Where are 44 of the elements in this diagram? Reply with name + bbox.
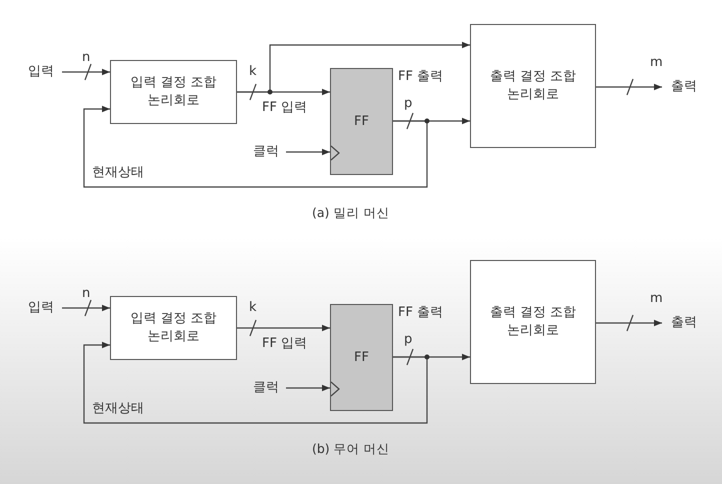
- signal-arrow: [286, 148, 330, 156]
- bus-width-label: n: [82, 286, 90, 301]
- signal-arrow: [83, 106, 428, 188]
- terminal-label: 입력: [20, 62, 62, 82]
- bus-width-label: p: [404, 96, 412, 111]
- box-label: 출력 결정 조합 논리회로: [488, 304, 578, 340]
- terminal-label: 클럭: [246, 142, 286, 162]
- flip-flop-box: [330, 68, 393, 175]
- box-label: FF: [353, 112, 370, 130]
- logic-circuit-box: [110, 296, 237, 360]
- signal-arrow: [237, 42, 470, 93]
- flip-flop-box: [330, 304, 393, 411]
- terminal-label: 출력: [662, 77, 706, 97]
- box-label: 입력 결정 조합 논리회로: [129, 74, 218, 110]
- bus-width-label: p: [404, 332, 412, 347]
- signal-arrow: [596, 320, 662, 326]
- signal-label: FF 출력: [398, 68, 444, 85]
- signal-label: 현재상태: [92, 400, 144, 417]
- terminal-label: 출력: [662, 313, 706, 333]
- box-label: 입력 결정 조합 논리회로: [129, 310, 218, 346]
- signal-arrow: [83, 342, 428, 424]
- terminal-label: 클럭: [246, 378, 286, 398]
- bus-width-label: k: [249, 300, 257, 315]
- bus-width-label: k: [249, 64, 257, 79]
- terminal-label: 입력: [20, 298, 62, 318]
- logic-circuit-box: [110, 60, 237, 124]
- bus-width-label: n: [82, 50, 90, 65]
- caption: (a) 밀리 머신: [312, 205, 390, 222]
- box-label: FF: [353, 348, 370, 366]
- signal-arrow: [596, 84, 662, 90]
- signal-arrow: [286, 384, 330, 392]
- signal-arrow: [62, 68, 110, 76]
- signal-label: FF 출력: [398, 304, 444, 321]
- signal-arrow: [62, 304, 110, 312]
- logic-circuit-box: [470, 24, 596, 148]
- signal-label: FF 입력: [262, 335, 308, 352]
- caption: (b) 무어 머신: [312, 441, 390, 458]
- logic-circuit-box: [470, 260, 596, 384]
- signal-arrow: [237, 324, 330, 332]
- bus-width-label: m: [650, 55, 663, 70]
- signal-label: 현재상태: [92, 164, 144, 181]
- box-label: 출력 결정 조합 논리회로: [488, 68, 578, 104]
- bus-width-label: m: [650, 291, 663, 306]
- signal-label: FF 입력: [262, 99, 308, 116]
